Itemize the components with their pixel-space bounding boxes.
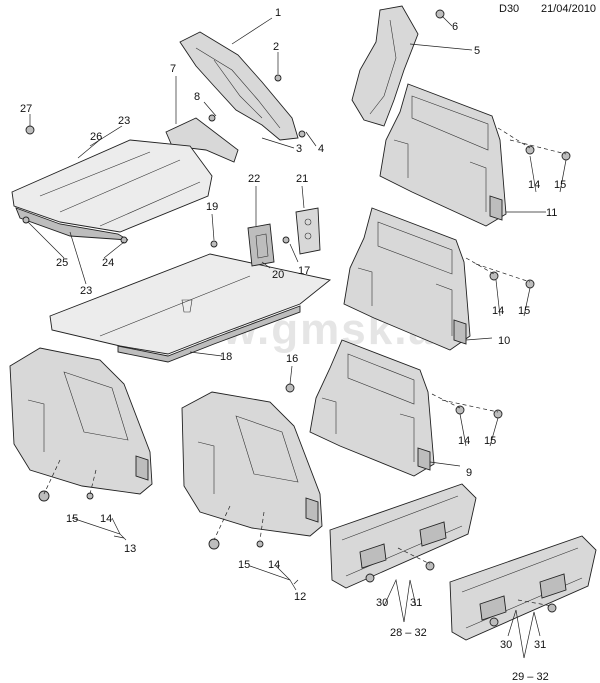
callout-2: 2 [273,41,279,53]
part-11-side-panel [379,83,507,227]
part-9-side-panel [309,339,435,477]
callout-15: 15 [484,435,496,447]
callout-27: 27 [20,103,32,115]
callout-14: 14 [268,559,280,571]
part-1-pillar-trim [179,31,299,141]
alignment-lines [43,127,567,607]
callout-14: 14 [492,305,504,317]
callout-6: 6 [452,21,458,33]
part-28-sill-plate [329,483,477,589]
callout-21: 21 [296,173,308,185]
callout-29-32: 29 – 32 [512,671,549,683]
part-12-right-quarter-trim [181,391,323,537]
callout-30: 30 [376,597,388,609]
callout-23: 23 [118,115,130,127]
callout-31: 31 [534,639,546,651]
part-22-cover [247,223,275,267]
callout-31: 31 [410,597,422,609]
callout-13: 13 [124,543,136,555]
part-5-pillar-trim [351,5,419,127]
callout-1: 1 [275,7,281,19]
callout-7: 7 [170,63,176,75]
callout-16: 16 [286,353,298,365]
callout-20: 20 [272,269,284,281]
callout-17: 17 [298,265,310,277]
callout-26: 26 [90,131,102,143]
callout-14: 14 [458,435,470,447]
callout-15: 15 [66,513,78,525]
callout-19: 19 [206,201,218,213]
callout-15: 15 [554,179,566,191]
callout-28-32: 28 – 32 [390,627,427,639]
part-18-load-floor [49,253,332,363]
leader-lines [27,15,567,659]
callout-12: 12 [294,591,306,603]
callout-5: 5 [474,45,480,57]
callout-24: 24 [102,257,114,269]
diagram-code: D30 [499,3,520,15]
part-10-side-panel [343,207,471,351]
callout-14: 14 [528,179,540,191]
callout-14: 14 [100,513,112,525]
callout-25: 25 [56,257,68,269]
callout-30: 30 [500,639,512,651]
callout-11: 11 [546,207,557,219]
callout-15: 15 [518,305,530,317]
callout-labels: 1 2 3 4 5 6 7 8 9 10 11 12 13 14 14 14 1… [20,7,566,683]
part-21-latch [295,207,321,255]
callout-4: 4 [318,143,324,155]
callout-9: 9 [466,467,472,479]
callout-3: 3 [296,143,302,155]
part-29-sill-plate [449,535,597,641]
callout-22: 22 [248,173,260,185]
callout-23: 23 [80,285,92,297]
diagram-date: 21/04/2010 [541,3,597,15]
callout-15: 15 [238,559,250,571]
part-23-cargo-cover [11,139,213,241]
callout-18: 18 [220,351,232,363]
callout-8: 8 [194,91,200,103]
part-13-left-quarter-trim [9,347,153,495]
callout-10: 10 [498,335,510,347]
